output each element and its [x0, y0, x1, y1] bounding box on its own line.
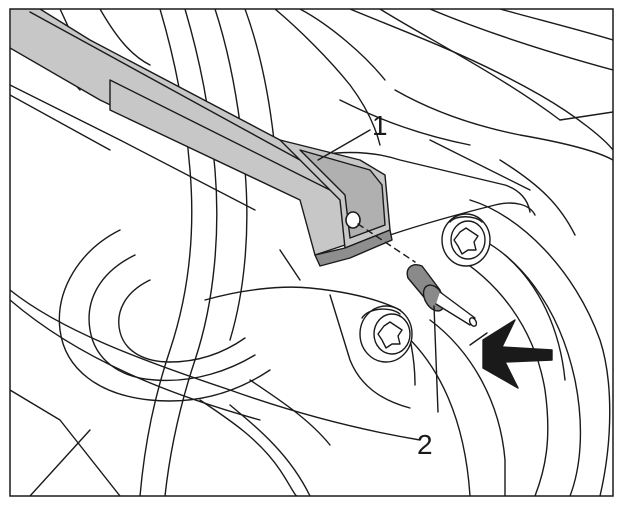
- alignment-dash-line: [357, 223, 416, 263]
- push-direction-arrow-icon: [482, 319, 553, 389]
- hose-assembly: [34, 9, 386, 496]
- bracket-hole: [345, 211, 361, 229]
- bracket-part-1: [10, 9, 393, 267]
- rivet-part-2: [406, 264, 478, 327]
- callout-2-label: 2: [417, 429, 433, 460]
- callout-2-leader: [433, 305, 439, 413]
- torx-bolt-lower: [359, 305, 413, 363]
- callout-1-label: 1: [372, 110, 388, 141]
- torx-bolt-upper: [441, 213, 491, 267]
- hub-outline: [399, 199, 611, 496]
- callout-1-leader: [317, 129, 371, 161]
- body-panel-lines: [10, 9, 613, 496]
